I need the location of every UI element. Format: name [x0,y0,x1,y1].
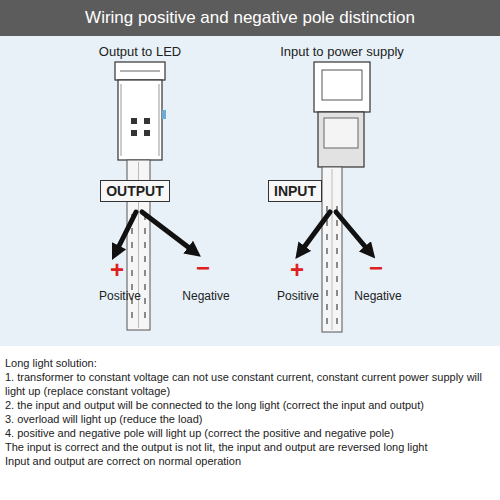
cable-dash [336,234,337,240]
cable-dash [144,256,145,262]
title: Wiring positive and negative pole distin… [0,8,500,28]
pole-name: Positive [277,290,319,302]
box-label: INPUT [274,183,316,199]
pole-name: Negative [354,290,401,302]
note-line: The input is correct and the output is n… [5,440,495,454]
note-line: 2. the input and output will be connecte… [5,398,495,412]
cable-dash [144,284,145,290]
cable-dash [336,262,337,268]
cable-dash [326,276,327,282]
cable-dash [326,262,327,268]
note-line: 1. transformer to constant voltage can n… [5,370,495,398]
cable-dash [131,242,132,248]
cable-dash [144,270,145,276]
pole-sign: − [196,256,210,280]
cable-dash [336,276,337,282]
pole-sign: + [290,258,304,282]
cable-dash [336,220,337,226]
plug-caption: Input to power supply [280,45,404,58]
pole-arrows [117,212,368,250]
note-line: 4. positive and negative pole will light… [5,426,495,440]
pole-sign: − [369,256,383,280]
label-box: INPUT [268,180,322,202]
plug-caption: Output to LED [99,45,181,58]
cable-dash [131,228,132,234]
box-label: OUTPUT [106,183,164,199]
cable-dash [144,312,145,318]
cable-dash [144,298,145,304]
cable-dash [326,248,327,254]
pole-name: Negative [182,290,229,302]
cable-dash [326,206,327,212]
cable-dash [326,318,327,324]
cable-dash [131,256,132,262]
cable-dash [326,304,327,310]
cable-dash [326,234,327,240]
pole-sign: + [110,258,124,282]
cable-dash [336,248,337,254]
cable-dash [144,242,145,248]
note-line: 3. overload will light up (reduce the lo… [5,412,495,426]
cable-dash [336,290,337,296]
notes-block: Long light solution:1. transformer to co… [5,356,495,468]
cable-dash [336,318,337,324]
cable-dash [326,290,327,296]
note-line: Input and output are correct on normal o… [5,454,495,468]
pole-name: Positive [99,290,141,302]
cable-print [132,206,337,324]
illustration-panel [0,36,500,346]
cable-dash [131,270,132,276]
cable-dash [131,312,132,318]
label-box: OUTPUT [100,180,170,202]
cable-dash [336,304,337,310]
note-line: Long light solution: [5,356,495,370]
cable-dash [326,220,327,226]
cable-dash [144,228,145,234]
